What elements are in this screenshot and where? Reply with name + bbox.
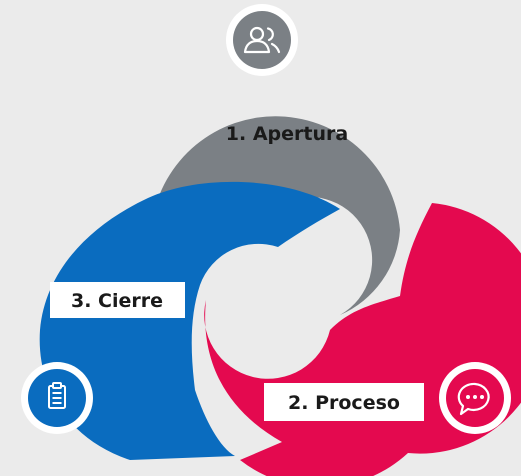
segment-cierre: [39, 181, 341, 460]
badge-proceso: [439, 362, 511, 434]
badge-apertura: [226, 4, 298, 76]
label-apertura: 1. Apertura: [226, 123, 348, 145]
badge-cierre: [21, 362, 93, 434]
segment-apertura: [152, 116, 400, 315]
clipboard-icon: [48, 382, 66, 409]
users-icon: [243, 26, 281, 54]
label-cierre-box: [50, 282, 185, 318]
label-cierre: 3. Cierre: [71, 290, 163, 312]
label-proceso: 2. Proceso: [288, 392, 400, 414]
label-proceso-box: [264, 383, 424, 421]
chat-bubble-icon: [457, 382, 490, 416]
